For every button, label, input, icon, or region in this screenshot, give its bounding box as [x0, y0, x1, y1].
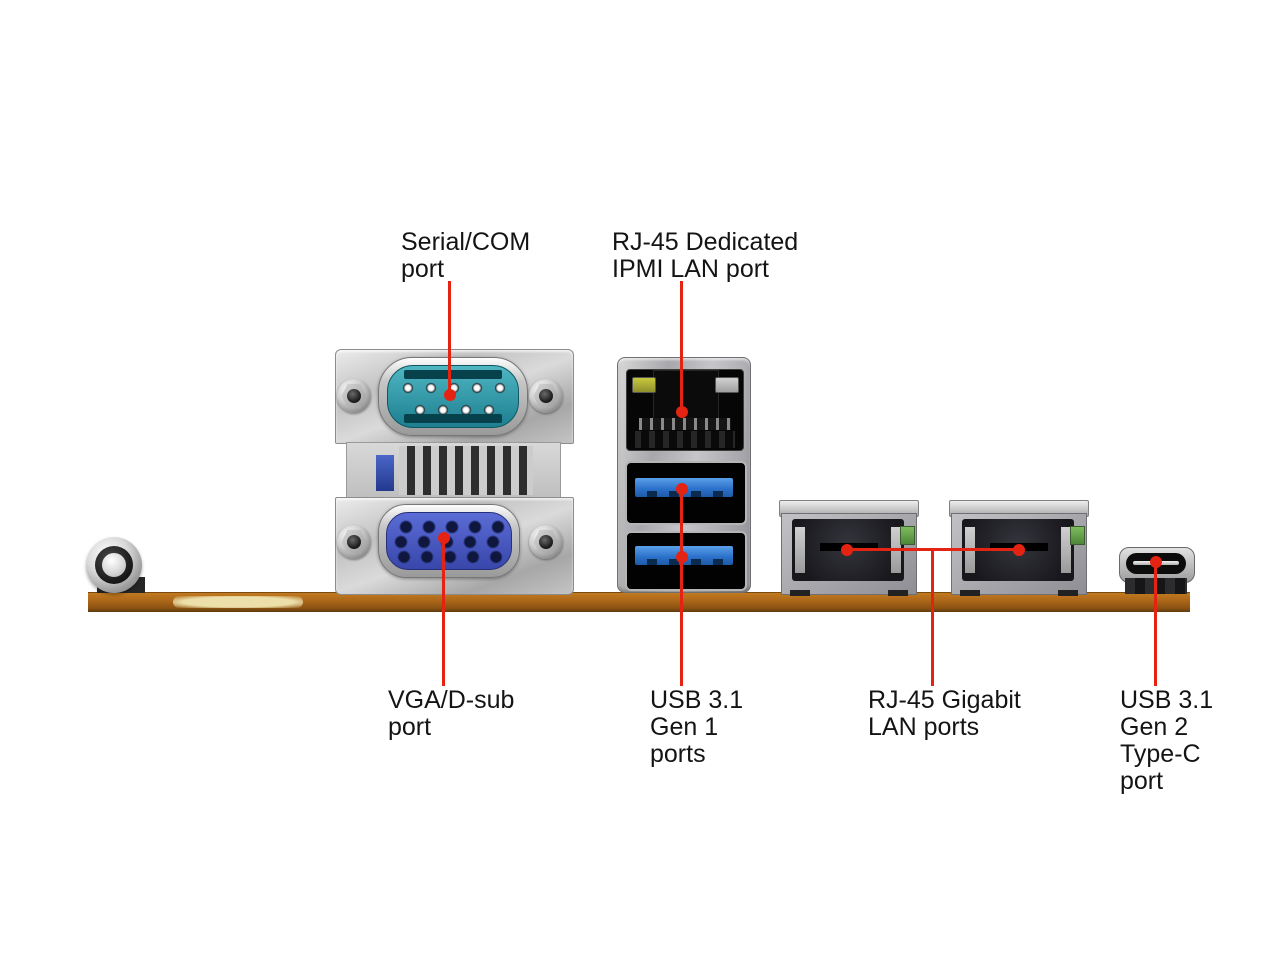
lan-foot — [1058, 590, 1078, 596]
leader-line-vga — [442, 538, 445, 686]
lan-foot — [960, 590, 980, 596]
leader-line-lan-horizontal — [846, 548, 1019, 551]
ipmi-led-indicator — [632, 377, 656, 393]
leader-line-serial — [448, 281, 451, 396]
ipmi-led-window — [715, 377, 739, 393]
leader-line-ipmi — [680, 281, 683, 413]
lan-foot — [790, 590, 810, 596]
usb-contact — [647, 559, 657, 565]
standoff-core — [102, 553, 126, 577]
lan-led-indicator — [900, 526, 915, 545]
label-vga-port: VGA/D-sub port — [388, 686, 515, 741]
leader-line-usb-gen1 — [680, 489, 683, 686]
usb-contact — [713, 559, 723, 565]
lan-foot — [888, 590, 908, 596]
usb-contact — [647, 491, 657, 497]
leader-line-usbc — [1154, 562, 1157, 686]
label-lan-ports: RJ-45 Gigabit LAN ports — [868, 686, 1021, 741]
rj45-lower-teeth — [635, 431, 735, 448]
leader-dot-serial — [444, 389, 456, 401]
pcb-edge — [88, 592, 1190, 612]
jackscrew-hole — [539, 535, 553, 549]
rj45-pin-comb — [639, 418, 731, 430]
label-usb-gen1-ports: USB 3.1 Gen 1 ports — [650, 686, 744, 768]
lan-side-tab — [795, 527, 805, 573]
leader-dot-usbc — [1150, 556, 1162, 568]
jackscrew-top-left — [337, 379, 371, 413]
serial-recess-top — [404, 370, 502, 379]
pcb-scuff-mark — [173, 596, 303, 608]
jackscrew-hole — [539, 389, 553, 403]
usb-contact — [691, 559, 701, 565]
lan-side-tab — [1061, 527, 1071, 573]
label-serial-com-port: Serial/COM port — [401, 228, 531, 283]
leader-dot-vga — [438, 532, 450, 544]
leader-dot-usb-gen1-upper — [676, 483, 688, 495]
leader-dot-lan-2 — [1013, 544, 1025, 556]
lan-led-indicator — [1070, 526, 1085, 545]
vent-slots — [399, 446, 533, 495]
leader-dot-lan-1 — [841, 544, 853, 556]
jackscrew-top-right — [529, 379, 563, 413]
usb-contact — [713, 491, 723, 497]
leader-dot-ipmi — [676, 406, 688, 418]
vent-blue-component — [376, 455, 394, 491]
jackscrew-hole — [347, 535, 361, 549]
usb-contact — [691, 491, 701, 497]
standoff-screw — [86, 537, 142, 593]
io-bracket-vent — [346, 442, 561, 499]
label-usb-typec-port: USB 3.1 Gen 2 Type-C port — [1120, 686, 1214, 795]
usb-contact — [669, 559, 679, 565]
jackscrew-bottom-left — [337, 525, 371, 559]
leader-line-lan-vertical — [931, 550, 934, 686]
jackscrew-bottom-right — [529, 525, 563, 559]
label-ipmi-lan-port: RJ-45 Dedicated IPMI LAN port — [612, 228, 799, 283]
serial-recess-bottom — [404, 414, 502, 423]
leader-dot-usb-gen1-lower — [676, 551, 688, 563]
usb-contact — [669, 491, 679, 497]
vga-d-sub-port — [378, 504, 520, 578]
jackscrew-hole — [347, 389, 361, 403]
